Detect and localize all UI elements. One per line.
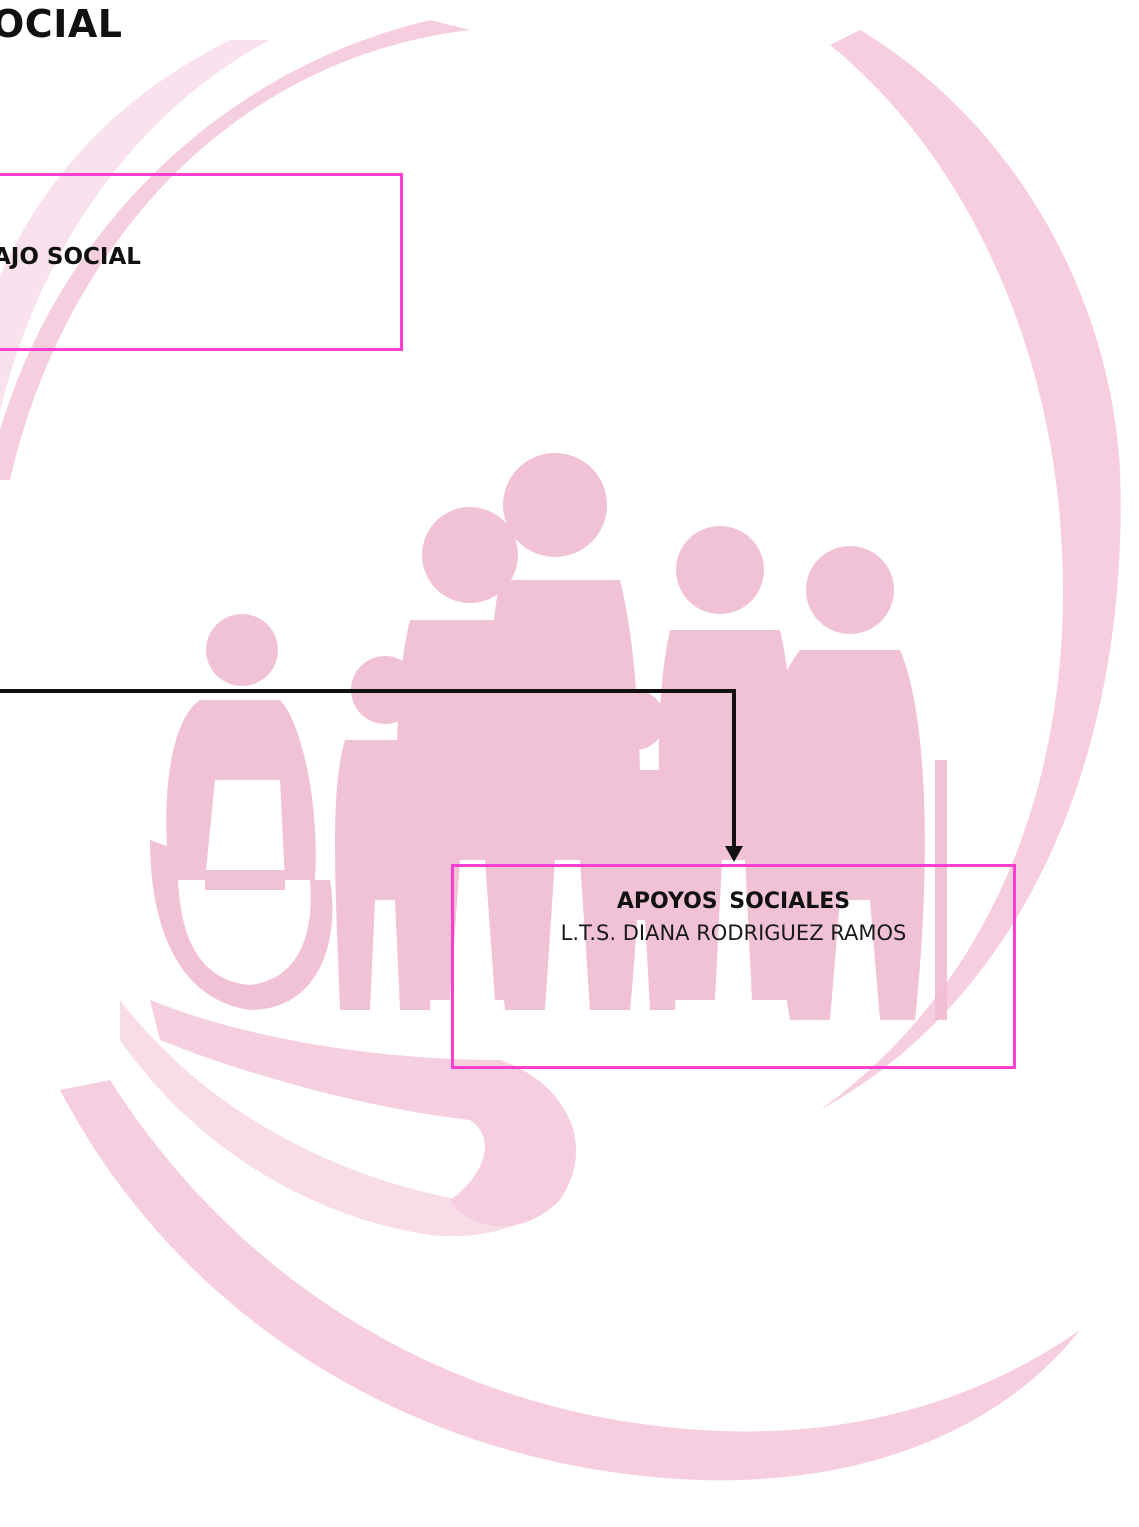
apoyos-person-name: L.T.S. DIANA RODRIGUEZ RAMOS xyxy=(560,921,907,945)
page-title: OCIAL xyxy=(0,2,123,46)
department-heading: AJO SOCIAL xyxy=(0,244,141,270)
apoyos-heading: APOYOS SOCIALES xyxy=(616,889,851,914)
department-box: AJO SOCIAL xyxy=(0,173,403,351)
apoyos-sociales-box: APOYOS SOCIALES L.T.S. DIANA RODRIGUEZ R… xyxy=(451,864,1016,1069)
